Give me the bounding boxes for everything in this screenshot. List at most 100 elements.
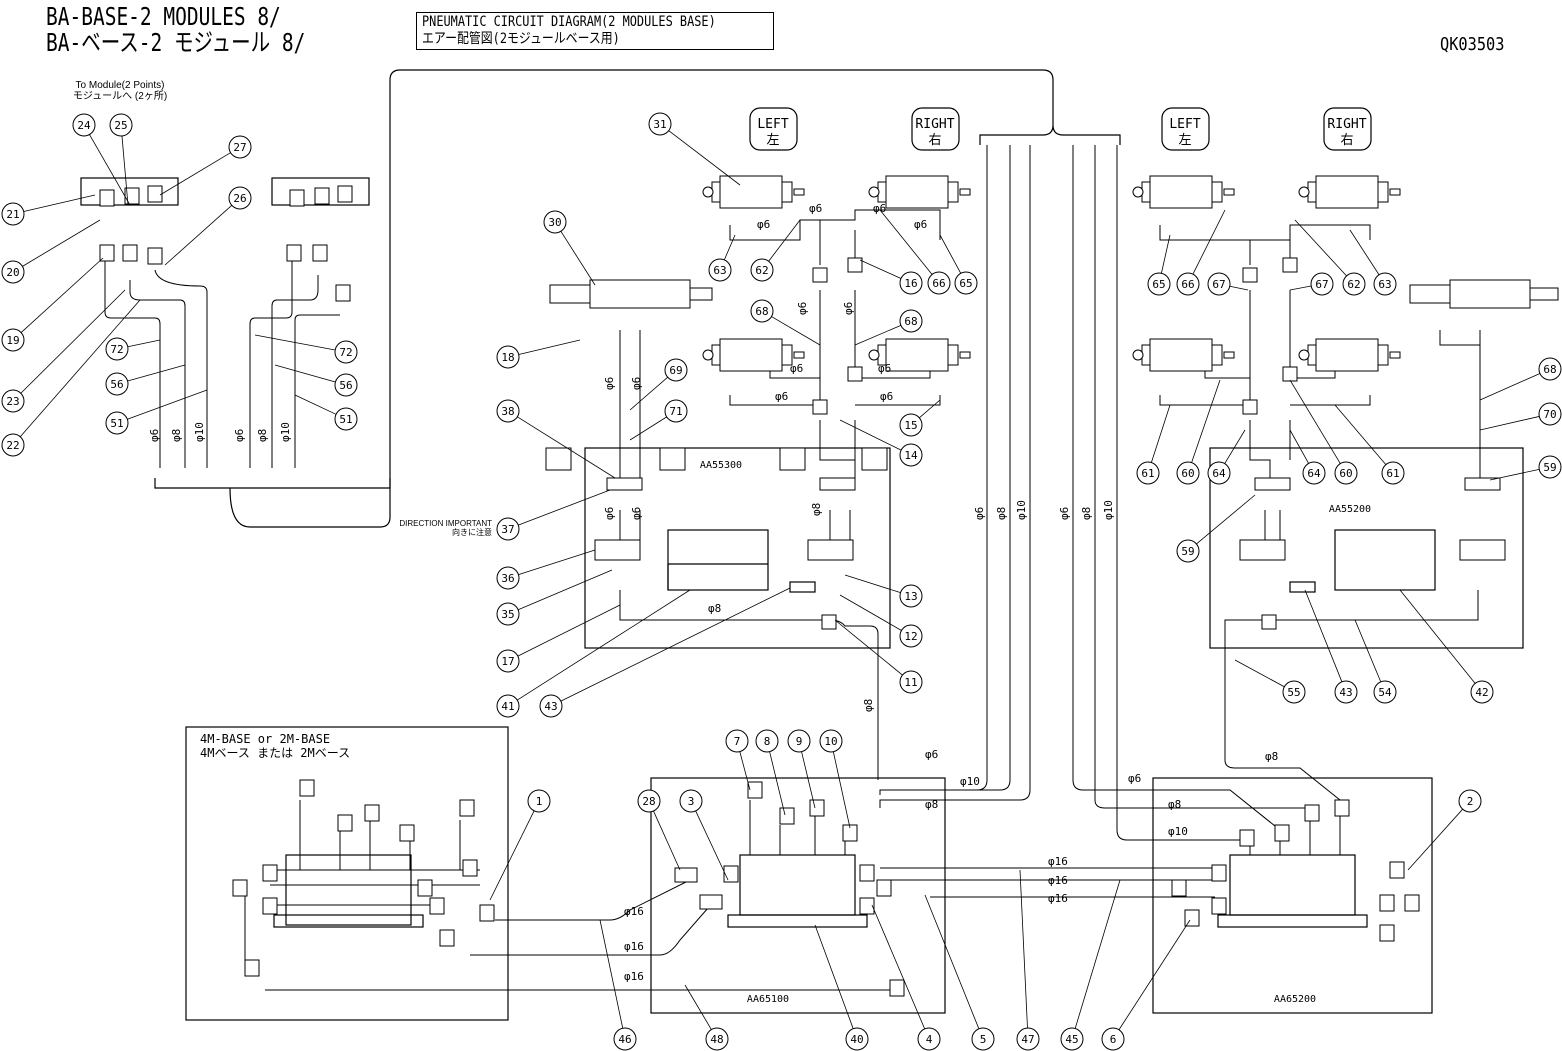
tube xyxy=(749,800,846,855)
balloon-56: 56 xyxy=(339,379,352,392)
pipe-size-label: φ8 xyxy=(1080,507,1093,520)
valve-plate xyxy=(1334,529,1436,591)
tee-fitting xyxy=(847,366,863,382)
side-label-box xyxy=(1323,107,1372,151)
pipe-size-label: φ6 xyxy=(603,507,616,520)
tube xyxy=(1224,590,1479,650)
cylinder-barrel xyxy=(1149,175,1213,209)
pipe-size-label: φ6 xyxy=(630,507,643,520)
balloon-circle xyxy=(1538,357,1562,381)
balloon-circle xyxy=(334,340,358,364)
leader-line xyxy=(560,231,596,286)
leader-line xyxy=(518,549,596,576)
fitting xyxy=(439,929,455,947)
balloon-62: 62 xyxy=(755,264,768,277)
leader-line xyxy=(1294,219,1347,277)
fitting xyxy=(1239,829,1255,847)
balloon-4: 4 xyxy=(926,1033,933,1046)
balloon-1: 1 xyxy=(536,795,543,808)
balloon-circle xyxy=(105,411,129,435)
unit-label: AA65200 xyxy=(1274,994,1316,1005)
balloon-67: 67 xyxy=(1212,278,1225,291)
balloon-16: 16 xyxy=(904,277,917,290)
tube xyxy=(271,275,319,468)
side-label-left: LEFT xyxy=(757,117,788,132)
leader-line xyxy=(1489,468,1540,481)
leader-line xyxy=(1074,879,1121,1029)
balloon-7: 7 xyxy=(734,735,741,748)
balloon-15: 15 xyxy=(904,419,917,432)
pipe-size-label: φ8 xyxy=(810,503,823,516)
base-en: 4M-BASE or 2M-BASE xyxy=(200,732,331,746)
tube xyxy=(619,330,641,440)
side-label-box xyxy=(1161,107,1210,151)
fitting xyxy=(399,824,415,842)
balloon-circle xyxy=(1470,680,1494,704)
balloon-64: 64 xyxy=(1307,467,1321,480)
direction-jp: 向きに注意 xyxy=(452,528,492,537)
balloon-66: 66 xyxy=(932,277,945,290)
balloon-circle xyxy=(1,260,25,284)
pipe-size-label: φ6 xyxy=(842,302,855,315)
leader-line xyxy=(834,619,903,676)
balloon-circle xyxy=(954,271,978,295)
leader-line xyxy=(629,376,668,411)
title-en: BA-BASE-2 MODULES 8/ xyxy=(46,2,281,31)
pipe-size-label: φ6 xyxy=(796,302,809,315)
balloon-21: 21 xyxy=(6,208,19,221)
pipe-size-label: φ16 xyxy=(624,970,644,983)
flow-control-symbol xyxy=(659,447,686,471)
balloon-59: 59 xyxy=(1181,545,1194,558)
leader-line xyxy=(684,984,712,1030)
pipe-size-label: φ6 xyxy=(757,218,770,231)
pipe-size-label: φ8 xyxy=(170,429,183,442)
pipe-size-label: φ6 xyxy=(775,390,788,403)
leader-line xyxy=(560,587,791,702)
clevis xyxy=(549,284,591,304)
subtitle-box: PNEUMATIC CIRCUIT DIAGRAM(2 MODULES BASE… xyxy=(416,12,774,50)
flow-control-symbol xyxy=(861,447,888,471)
cylinder-rod xyxy=(1223,188,1235,196)
to-module-en: To Module(2 Points) xyxy=(75,80,165,91)
balloon-56: 56 xyxy=(110,378,123,391)
pipe-size-label: φ6 xyxy=(790,362,803,375)
leader-line xyxy=(1334,404,1387,465)
balloon-10: 10 xyxy=(824,735,837,748)
balloon-65: 65 xyxy=(1152,278,1165,291)
side-label-box xyxy=(911,107,960,151)
balloon-68: 68 xyxy=(904,315,917,328)
leader-line xyxy=(517,416,616,479)
balloon-circle xyxy=(1310,272,1334,296)
direction-en: DIRECTION IMPORTANT xyxy=(399,519,492,528)
leader-line xyxy=(939,234,962,274)
leader-line xyxy=(924,894,980,1029)
leader-line xyxy=(127,389,208,420)
balloon-25: 25 xyxy=(114,119,127,132)
leader-line xyxy=(1192,209,1226,275)
fitting xyxy=(1304,804,1320,822)
tube xyxy=(470,899,716,956)
balloon-48: 48 xyxy=(710,1033,723,1046)
leader-line xyxy=(164,205,233,266)
balloon-circle xyxy=(1373,272,1397,296)
pipe-size-label: φ6 xyxy=(925,748,938,761)
balloon-27: 27 xyxy=(233,141,246,154)
balloon-38: 38 xyxy=(501,405,514,418)
tube xyxy=(1116,145,1240,841)
pipe-size-label: φ8 xyxy=(925,798,938,811)
balloon-36: 36 xyxy=(501,572,514,585)
side-label-right: RIGHT xyxy=(1327,117,1366,132)
balloon-circle xyxy=(1,328,25,352)
balloon-72: 72 xyxy=(339,346,352,359)
tube xyxy=(1249,290,1291,405)
tube xyxy=(1072,145,1281,831)
cylinder-eye xyxy=(868,186,880,198)
balloon-circle xyxy=(899,271,923,295)
balloon-circle xyxy=(1,202,25,226)
balloon-45: 45 xyxy=(1065,1033,1078,1046)
balloon-20: 20 xyxy=(6,266,19,279)
pipe-size-label: φ16 xyxy=(1048,874,1068,887)
tube xyxy=(249,260,293,468)
balloon-circle xyxy=(1060,1027,1084,1051)
balloon-circle xyxy=(1176,272,1200,296)
